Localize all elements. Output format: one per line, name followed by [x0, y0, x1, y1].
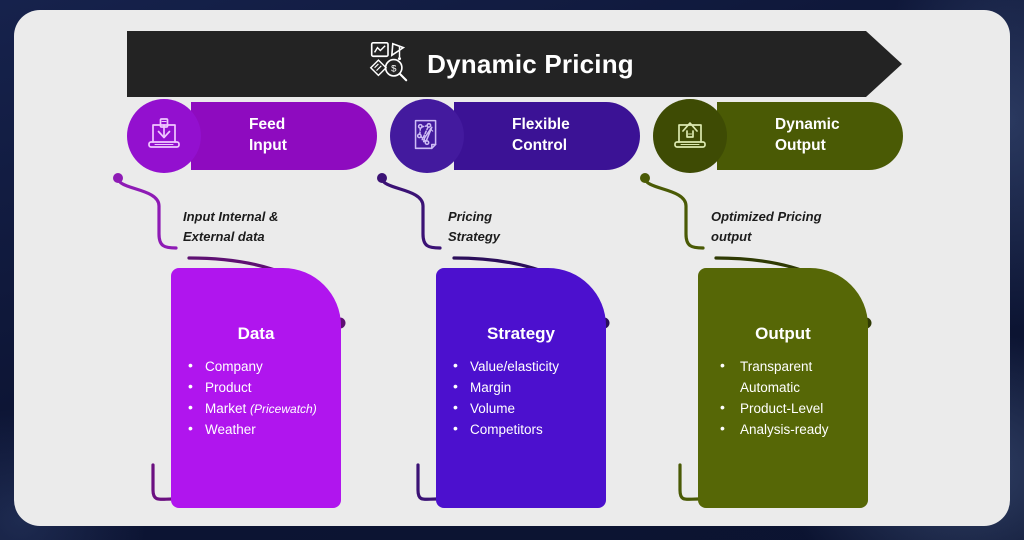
caption-input: Input Internal & External data: [183, 209, 279, 245]
list-item: Transparent: [698, 355, 868, 377]
panel-title-data: Data: [237, 324, 275, 343]
list-item: Product: [171, 376, 341, 398]
list-item: Company: [171, 355, 341, 377]
chart-magnifier-dollar-icon: $: [365, 39, 411, 90]
laptop-download-icon: [142, 112, 186, 161]
list-item: Market (Pricewatch): [171, 397, 341, 419]
page-title: Dynamic Pricing: [427, 48, 634, 79]
list-item: Weather: [171, 418, 341, 440]
list-item: Product-Level: [698, 397, 868, 419]
list-item: Automatic: [740, 380, 801, 396]
panel-list-output: Transparent Automatic Product-Level Anal…: [698, 355, 868, 440]
stage-header-feed-input[interactable]: Feed Input: [127, 99, 377, 173]
stage-pill-flexible-control[interactable]: Flexible Control: [454, 102, 640, 170]
list-item: Volume: [436, 397, 606, 419]
list-item: Value/elasticity: [436, 355, 606, 377]
title-banner: $ Dynamic Pricing: [127, 31, 902, 97]
panel-title-strategy: Strategy: [486, 324, 556, 343]
panel-list-data: Company Product Market (Pricewatch) Weat…: [171, 355, 341, 440]
panel-list-strategy: Value/elasticity Margin Volume Competito…: [436, 355, 606, 440]
stage-header-flexible-control[interactable]: Flexible Control: [390, 99, 640, 173]
strategy-playbook-icon: [406, 113, 448, 160]
panel-strategy[interactable]: Strategy Value/elasticity Margin Volume …: [436, 268, 606, 508]
list-item: Margin: [436, 376, 606, 398]
panel-data[interactable]: Data Company Product Market (Pricewatch)…: [171, 268, 341, 508]
stage-icon-circle-flexible-control[interactable]: [390, 99, 464, 173]
stage-label-flexible-control: Flexible Control: [512, 116, 570, 154]
stage-header-dynamic-output[interactable]: Dynamic Output: [653, 99, 903, 173]
stage-icon-circle-feed-input[interactable]: [127, 99, 201, 173]
stage-label-dynamic-output: Dynamic Output: [775, 116, 840, 154]
list-item: Competitors: [436, 418, 606, 440]
list-item: Analysis-ready: [698, 418, 868, 440]
panel-output[interactable]: Output Transparent Automatic Product-Lev…: [698, 268, 868, 508]
caption-strategy: Pricing Strategy: [448, 209, 501, 245]
panel-title-output: Output: [755, 324, 811, 343]
laptop-upload-icon: [668, 112, 712, 161]
stage-pill-feed-input[interactable]: Feed Input: [191, 102, 377, 170]
svg-text:$: $: [391, 63, 397, 74]
caption-output: Optimized Pricing output: [711, 209, 822, 245]
slide-card: $ Dynamic Pricing Feed Input: [14, 10, 1010, 526]
stage-pill-dynamic-output[interactable]: Dynamic Output: [717, 102, 903, 170]
stage-label-feed-input: Feed Input: [249, 116, 287, 154]
stage-icon-circle-dynamic-output[interactable]: [653, 99, 727, 173]
